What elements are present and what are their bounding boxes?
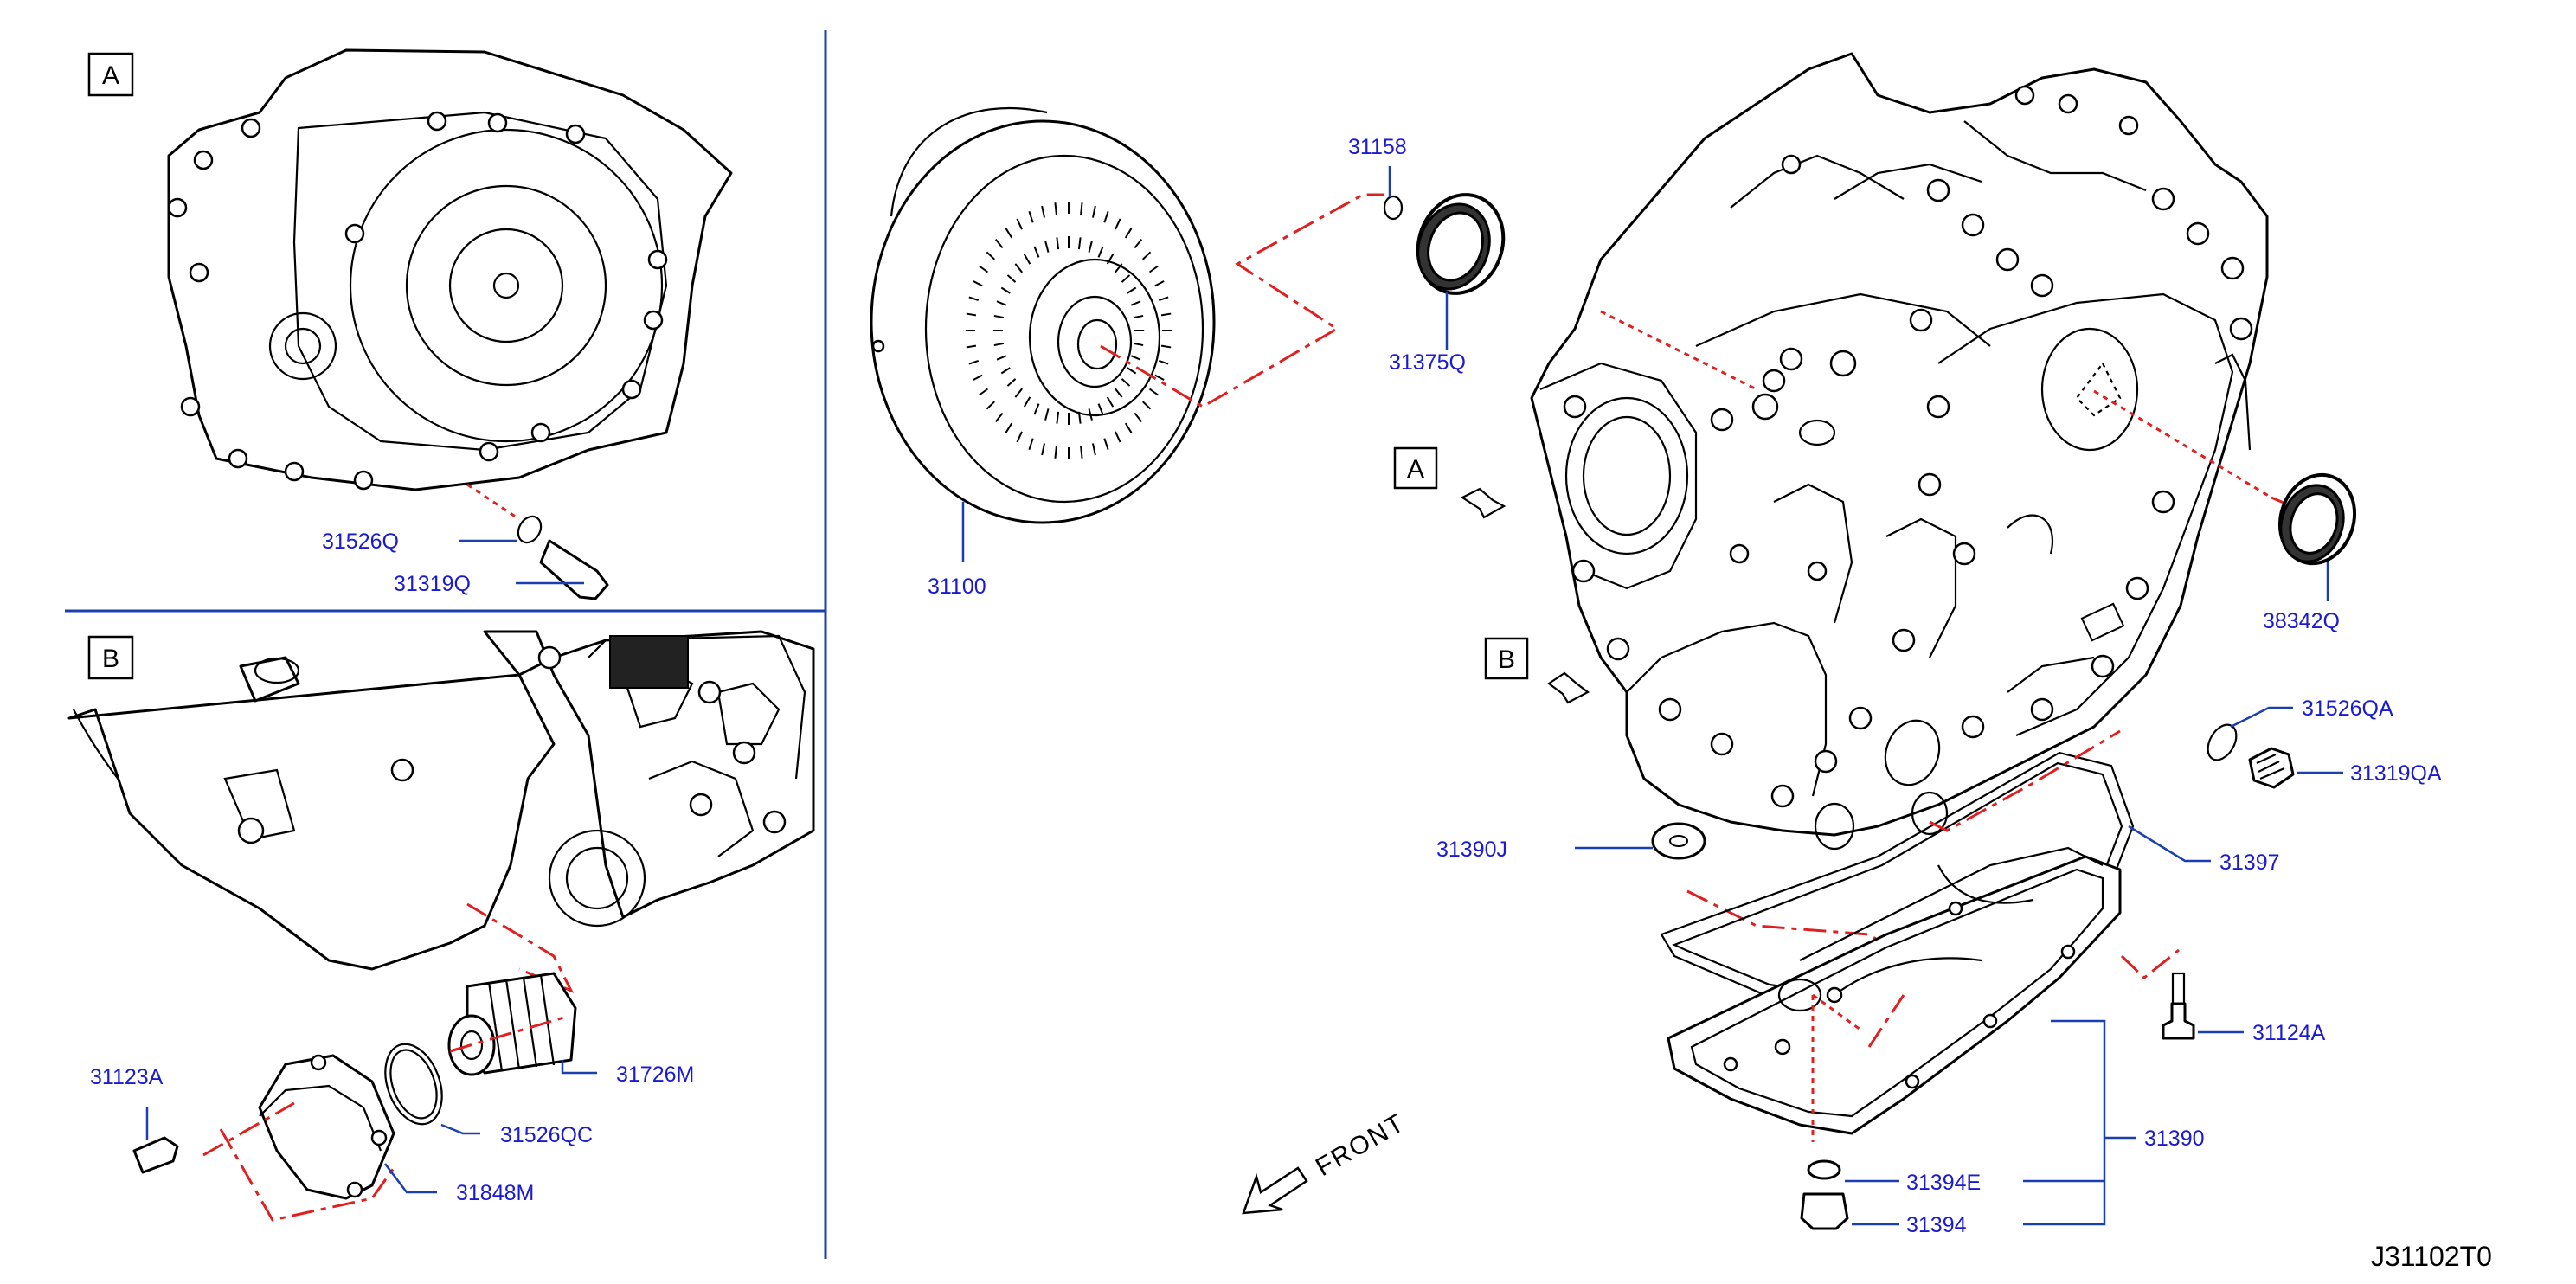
label-31158: 31158 (1348, 135, 1407, 159)
arrow-a-icon (1460, 487, 1506, 519)
arrow-b-icon (1547, 671, 1590, 704)
main-view-a-box (1393, 446, 1438, 490)
view-a-panel: A (87, 48, 733, 600)
main-view-a-letter: A (1407, 455, 1424, 484)
oil-filter-31726M (447, 972, 577, 1076)
oil-seal-38342Q (2277, 472, 2357, 566)
torque-converter-31100 (870, 106, 1216, 524)
oil-pan-31390 (1667, 846, 2122, 1135)
transmission-side-view (67, 630, 815, 971)
label-31848M: 31848M (456, 1181, 534, 1205)
drain-plug-31394 (1800, 1192, 1849, 1230)
view-a-letter: A (102, 61, 119, 90)
label-31526Q: 31526Q (322, 530, 399, 554)
label-31390J: 31390J (1436, 838, 1507, 862)
view-b-letter: B (102, 645, 119, 673)
washer-31394E (1807, 1159, 1841, 1180)
front-direction-indicator: FRONT (1242, 1108, 1410, 1215)
bolt-31124A (2162, 1002, 2195, 1040)
label-31526QC: 31526QC (500, 1123, 593, 1147)
front-arrow-icon (1242, 1166, 1308, 1215)
plug-31319QA (2248, 747, 2295, 789)
oil-seal-31375Q (1416, 193, 1506, 295)
label-31375Q: 31375Q (1389, 350, 1466, 375)
label-31319Q: 31319Q (394, 572, 471, 596)
label-31397: 31397 (2219, 851, 2280, 875)
label-31526QA: 31526QA (2302, 697, 2393, 721)
label-31124A: 31124A (2252, 1021, 2326, 1045)
view-a-box (87, 52, 134, 97)
label-31319QA: 31319QA (2350, 761, 2442, 786)
drain-plug-bolt (539, 539, 609, 600)
filter-cover-31848M (258, 1054, 395, 1200)
label-38342Q: 38342Q (2263, 609, 2340, 633)
washer-31526QA (2207, 723, 2238, 761)
label-31390: 31390 (2144, 1127, 2205, 1151)
label-31100: 31100 (928, 575, 986, 599)
transmission-housing-face (167, 48, 733, 491)
o-ring-31158 (1383, 195, 1404, 221)
view-b-panel: B (67, 630, 815, 1222)
view-b-box (87, 635, 134, 680)
main-view-b-letter: B (1498, 645, 1515, 674)
front-label: FRONT (1311, 1108, 1410, 1182)
transmission-case (1530, 52, 2269, 851)
label-31726M: 31726M (616, 1063, 694, 1087)
label-31394E: 31394E (1906, 1171, 1981, 1195)
bolt-31123A (132, 1136, 179, 1174)
label-31394: 31394 (1906, 1213, 1967, 1237)
drain-washer (517, 515, 543, 544)
diagram-code: J31102T0 (2371, 1241, 2492, 1272)
main-view-b-box (1484, 637, 1529, 680)
o-ring-31526QC (384, 1043, 443, 1126)
label-31123A: 31123A (90, 1065, 164, 1089)
